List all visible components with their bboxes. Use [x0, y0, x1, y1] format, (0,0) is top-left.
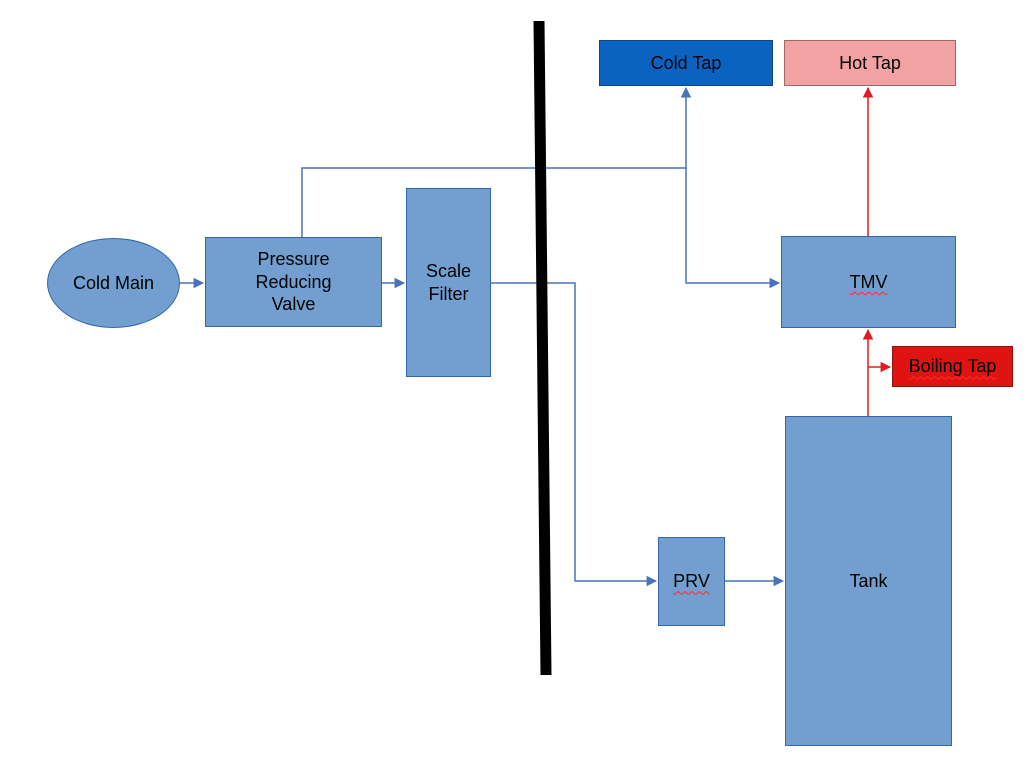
node-prv: PRV: [658, 537, 725, 626]
node-cold-main-label: Cold Main: [72, 272, 155, 293]
node-cold-tap-label: Cold Tap: [650, 52, 722, 73]
connector-valve-to-tmv: [685, 168, 781, 289]
node-tank: Tank: [785, 416, 952, 746]
node-boiling-tap-label: Boiling Tap: [908, 356, 997, 377]
node-cold-main: Cold Main: [47, 238, 180, 328]
node-tank-label: Tank: [849, 570, 888, 591]
connector-filter-to-prv: [491, 282, 658, 587]
node-tmv: TMV: [781, 236, 956, 328]
node-scale-filter-label: Scale Filter: [425, 261, 472, 304]
connector-valve-to-coldtap: [301, 86, 692, 237]
node-boiling-tap: Boiling Tap: [892, 346, 1013, 387]
node-cold-tap: Cold Tap: [599, 40, 773, 86]
node-hot-tap-label: Hot Tap: [839, 52, 901, 73]
node-scale-filter: Scale Filter: [406, 188, 491, 377]
node-pressure-reducing-valve: Pressure Reducing Valve: [205, 237, 382, 327]
node-prv-label: PRV: [673, 571, 710, 592]
wall-divider: [533, 20, 552, 676]
node-pressure-reducing-valve-label: Pressure Reducing Valve: [255, 249, 332, 315]
node-hot-tap: Hot Tap: [784, 40, 956, 86]
node-tmv-label: TMV: [849, 271, 888, 292]
